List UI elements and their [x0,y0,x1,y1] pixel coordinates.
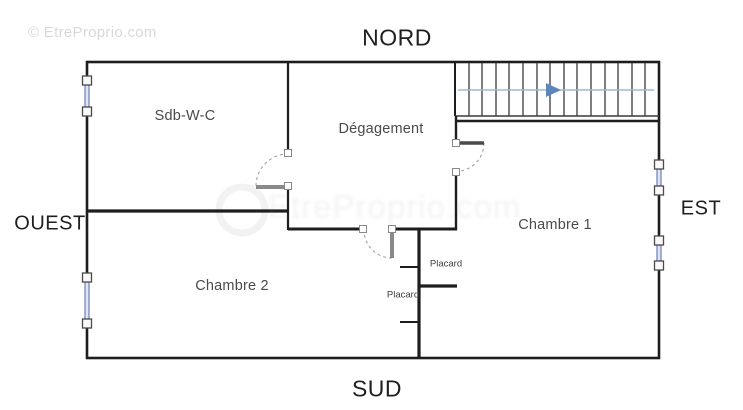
door-jamb [452,168,460,176]
window-east-lower [653,235,665,271]
compass-south: SUD [351,375,403,402]
room-label-sdb-wc: Sdb-W-C [154,108,216,124]
window-west-lower [81,272,93,329]
watermark-center: EtreProprio.com [268,188,522,225]
compass-west: OUEST [14,212,86,235]
door-jamb [359,225,367,233]
stairs-direction-arrow [458,83,654,97]
door-jamb [452,139,460,147]
closet-label-chambre1: Placard [429,258,463,270]
room-label-chambre2: Chambre 2 [195,278,269,294]
door-jamb [388,225,396,233]
closet-label-chambre2: Placard [386,289,420,301]
compass-east: EST [680,197,722,220]
room-label-degagement: Dégagement [338,121,424,137]
door-degagement-chambre1 [452,139,485,176]
room-label-chambre1: Chambre 1 [518,217,592,233]
stairs-up-arrow-icon [546,83,561,97]
staircase [454,63,659,117]
door-sdb-degagement [255,149,292,190]
window-east-upper [653,159,665,196]
door-jamb [284,149,292,157]
watermark-logo-ring [215,183,269,237]
door-jamb [284,182,292,190]
interior-walls [87,63,659,358]
compass-north: NORD [362,24,432,51]
watermark-top-left: © EtreProprio.com [28,24,157,41]
door-degagement-chambre2 [359,225,396,259]
window-west-upper [81,75,93,117]
